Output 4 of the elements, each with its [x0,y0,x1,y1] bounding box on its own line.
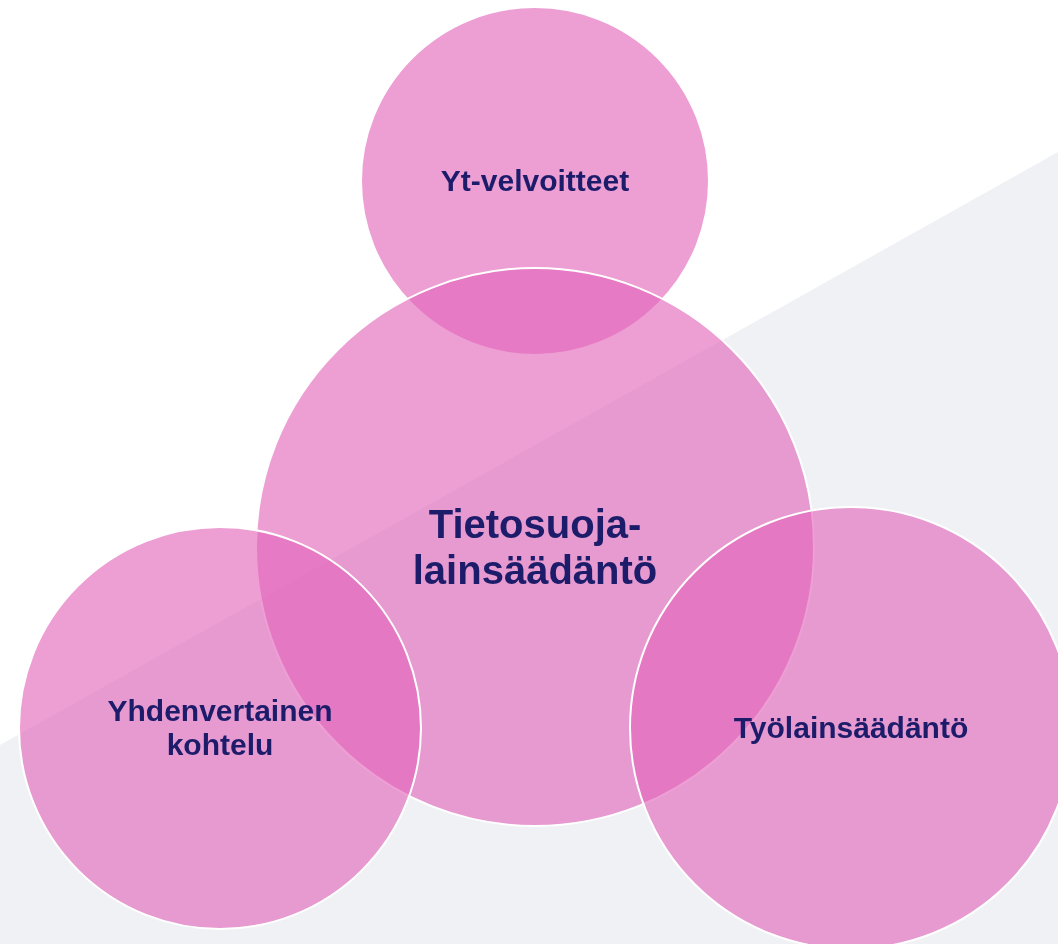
circle-label: Työlainsäädäntö [733,710,969,746]
circle-label: Tietosuoja-lainsäädäntö [411,501,659,593]
circle-label: Yhdenvertainen kohtelu [106,693,334,763]
circle-label: Yt-velvoitteet [440,163,630,199]
